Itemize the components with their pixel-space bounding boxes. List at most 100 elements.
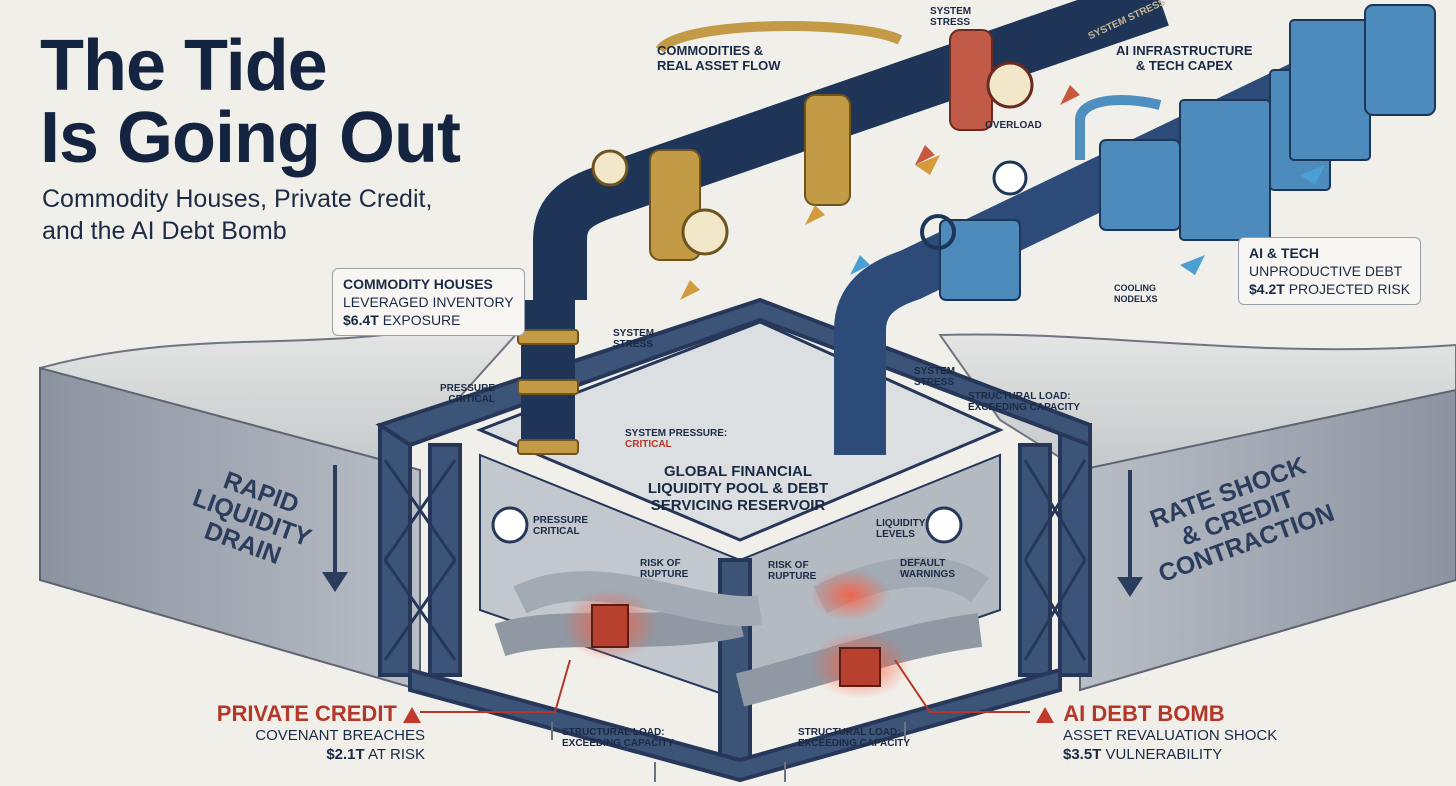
liquidity-levels-1: LIQUIDITY [876,518,926,529]
ai-tech-callout: AI & TECH UNPRODUCTIVE DEBT $4.2T PROJEC… [1238,237,1422,305]
right-arrow-head [1117,577,1143,597]
system-stress-left-1: SYSTEM [613,328,655,339]
system-stress-left-label: SYSTEM STRESS [613,328,654,350]
ai-tech-amount-suffix: PROJECTED RISK [1288,281,1411,297]
title-line-1: The Tide [40,26,328,106]
cooling-label: COOLING NODELXS [1114,283,1158,305]
structural-load-bottom-left-2: EXCEEDING CAPACITY [562,738,675,749]
ai-valve-wheel [920,214,956,250]
commodity-houses-heading: COMMODITY HOUSES [343,276,493,292]
frame-braces [383,459,1087,661]
commodity-pipe [521,0,1169,455]
structural-load-right-label: STRUCTURAL LOAD: EXCEEDING CAPACITY [968,391,1080,413]
structural-load-right-2: EXCEEDING CAPACITY [968,402,1081,413]
commodity-houses-callout: COMMODITY HOUSES LEVERAGED INVENTORY $6.… [332,268,525,336]
red-flange-stress [949,29,993,131]
system-stress-mid-2: STRESS [914,377,955,388]
red-valve-right [839,647,881,687]
commodities-flow-line-2: REAL ASSET FLOW [657,58,781,73]
private-credit-heading-row: PRIVATE CREDIT [200,702,425,726]
commodity-houses-amount: $6.4T [343,312,379,328]
cooling-line-2: NODELXS [1114,294,1158,304]
side-arrows [333,465,1132,580]
gauge-right [925,506,963,544]
risk-rupture-left-2: RUPTURE [640,569,689,580]
risk-rupture-left-1: RISK OF [640,558,681,569]
private-credit-heading: PRIVATE CREDIT [216,701,397,726]
page-title: The Tide Is Going Out [40,26,461,178]
cooling-line-1: COOLING [1114,283,1156,293]
default-warnings-2: WARNINGS [900,569,955,580]
structural-load-bottom-right-1: STRUCTURAL LOAD: [798,727,901,738]
warning-icon [403,707,421,723]
reservoir-line-3: SERVICING RESERVOIR [650,497,826,514]
glow-top-right [810,569,890,621]
gold-gauge-1 [591,149,629,187]
ai-infra-line-2: & TECH CAPEX [1135,58,1233,73]
private-credit-amount-suffix: AT RISK [368,746,425,763]
structural-load-bottom-left-label: STRUCTURAL LOAD: EXCEEDING CAPACITY [562,727,674,749]
ai-tech-amount-row: $4.2T PROJECTED RISK [1249,280,1410,298]
red-gauge [986,61,1034,109]
pressure-critical-gauge-label: PRESSURE CRITICAL [533,515,588,537]
system-pressure-label: SYSTEM PRESSURE: CRITICAL [625,428,727,450]
ai-machines [939,4,1436,301]
system-stress-top-2: STRESS [930,17,971,28]
reservoir-line-2: LIQUIDITY POOL & DEBT [647,480,829,497]
system-stress-top-label: SYSTEM STRESS [930,6,971,28]
subtitle-line-1: Commodity Houses, Private Credit, [42,185,433,213]
ai-debt-bomb-heading-row: AI DEBT BOMB [1036,702,1277,726]
pressure-critical-2: CRITICAL [448,394,496,405]
commodity-houses-amount-row: $6.4T EXPOSURE [343,311,514,329]
system-stress-top-1: SYSTEM [930,6,972,17]
pressure-critical-1: PRESSURE [440,383,496,394]
system-stress-left-2: STRESS [613,339,654,350]
risk-rupture-right-label: RISK OF RUPTURE [768,560,816,582]
small-up-arrows [551,722,906,782]
ai-tech-line: UNPRODUCTIVE DEBT [1249,263,1403,279]
commodities-flow-label: COMMODITIES & REAL ASSET FLOW [657,43,781,73]
ai-pipe [834,6,1432,455]
commodity-houses-amount-suffix: EXPOSURE [382,312,461,328]
ai-debt-bomb-amount: $3.5T [1063,746,1102,763]
private-credit-line: COVENANT BREACHES [255,727,425,744]
leader-lines [420,659,1030,713]
pressure-critical-gauge-1: PRESSURE [533,515,589,526]
liquidity-levels-label: LIQUIDITY LEVELS [876,518,925,540]
structural-load-right-1: STRUCTURAL LOAD: [968,391,1071,402]
liquidity-levels-2: LEVELS [876,529,915,540]
ai-debt-bomb-callout: AI DEBT BOMB ASSET REVALUATION SHOCK $3.… [1036,702,1277,764]
subtitle-line-2: and the AI Debt Bomb [42,217,287,245]
gauge-left [491,506,529,544]
title-line-2: Is Going Out [40,98,461,178]
ai-debt-bomb-heading: AI DEBT BOMB [1063,701,1225,726]
system-pressure-2: CRITICAL [625,439,672,450]
system-stress-mid-label: SYSTEM STRESS [914,366,955,388]
structural-load-bottom-right-2: EXCEEDING CAPACITY [798,738,911,749]
overload-label: OVERLOAD [985,120,1042,131]
gold-flanges [517,94,851,455]
system-stress-mid-1: SYSTEM [914,366,956,377]
ai-tech-heading: AI & TECH [1249,245,1319,261]
reservoir-label: GLOBAL FINANCIAL LIQUIDITY POOL & DEBT S… [628,463,848,514]
structural-load-bottom-right-label: STRUCTURAL LOAD: EXCEEDING CAPACITY [798,727,910,749]
system-pressure-1: SYSTEM PRESSURE: [625,428,728,439]
ai-tech-amount: $4.2T [1249,281,1285,297]
ai-infra-line-1: AI INFRASTRUCTURE [1116,43,1253,58]
default-warnings-label: DEFAULT WARNINGS [900,558,955,580]
commodity-houses-line: LEVERAGED INVENTORY [343,294,514,310]
pressure-critical-gauge-2: CRITICAL [533,526,580,537]
warning-icon [1036,707,1054,723]
commodities-flow-line-1: COMMODITIES & [657,43,764,58]
ai-debt-bomb-line: ASSET REVALUATION SHOCK [1063,727,1278,744]
ai-infrastructure-label: AI INFRASTRUCTURE & TECH CAPEX [1116,43,1253,73]
private-credit-callout: PRIVATE CREDIT COVENANT BREACHES $2.1T A… [200,702,425,764]
private-credit-amount: $2.1T [326,746,365,763]
risk-rupture-right-2: RUPTURE [768,571,817,582]
flow-arrows [680,85,1325,300]
risk-rupture-left-label: RISK OF RUPTURE [640,558,688,580]
left-arrow-head [322,572,348,592]
risk-rupture-right-1: RISK OF [768,560,809,571]
ai-gauge [992,160,1028,196]
